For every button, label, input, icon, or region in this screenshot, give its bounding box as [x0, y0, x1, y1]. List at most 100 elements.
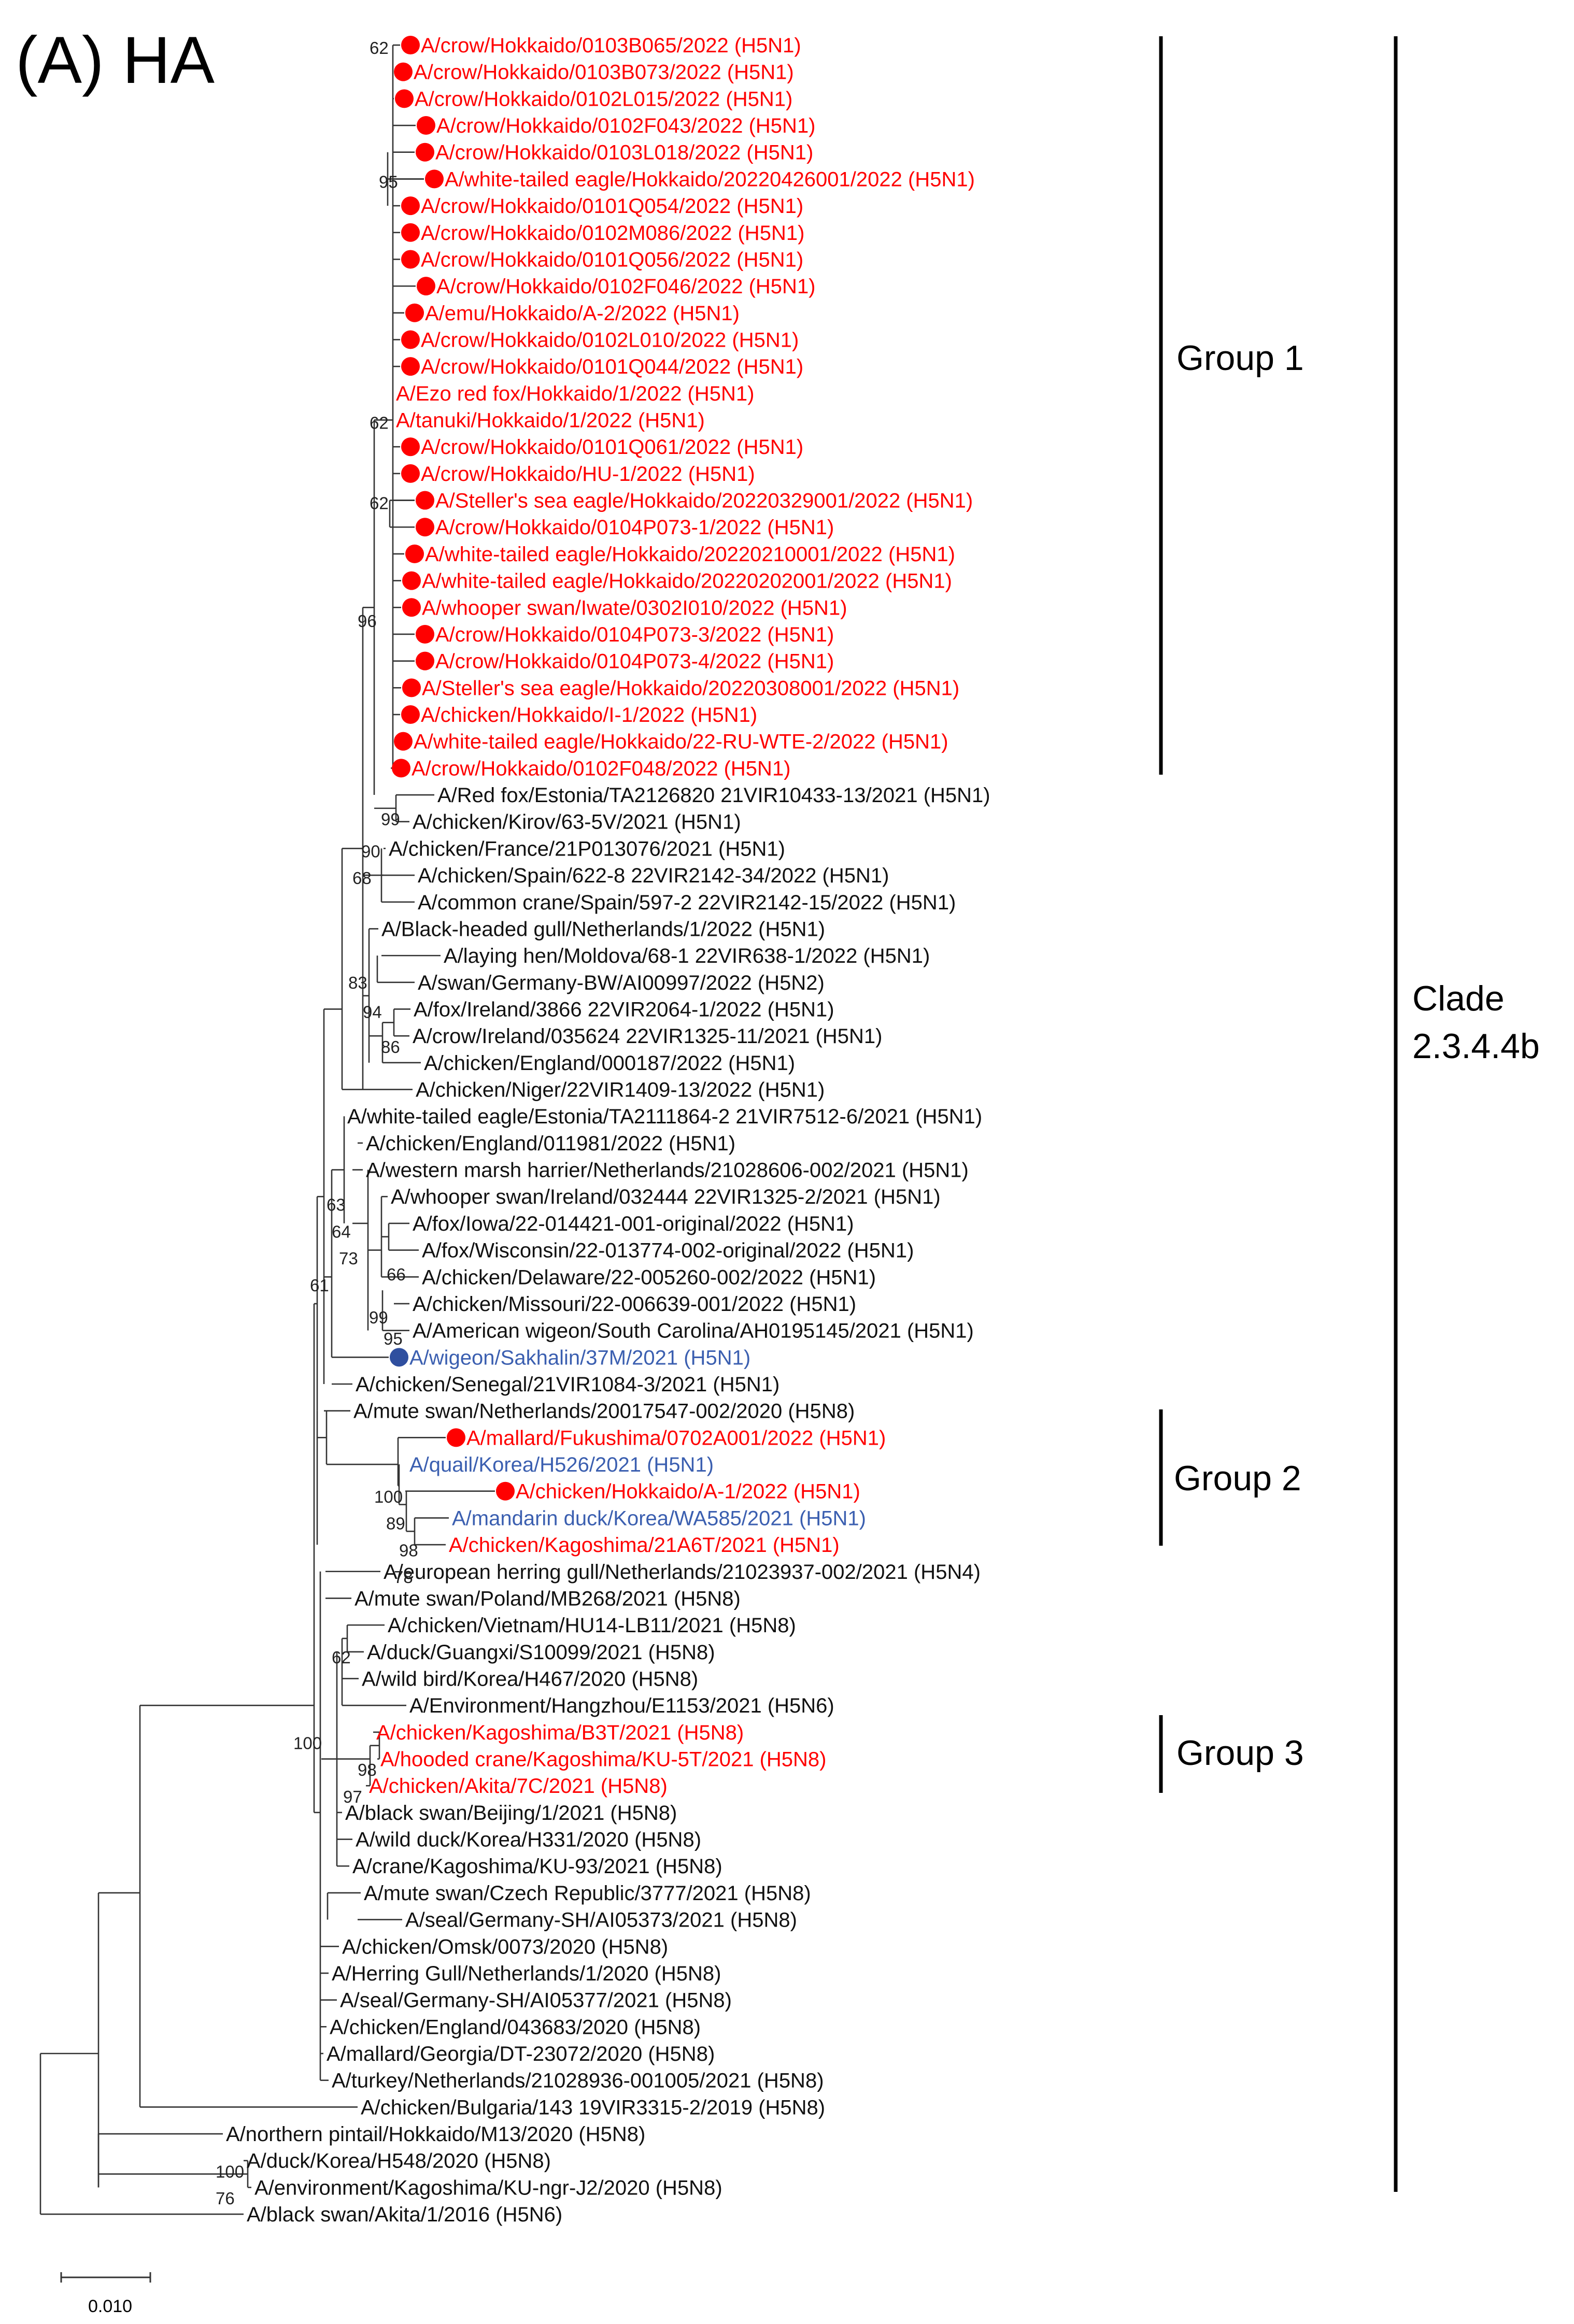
bootstrap-label: 76 — [216, 2189, 235, 2208]
bootstrap-label: 62 — [370, 38, 389, 58]
taxon-label: A/fox/Iowa/22-014421-001-original/2022 (… — [413, 1213, 854, 1235]
taxon-label: A/chicken/Akita/7C/2021 (H5N8) — [369, 1775, 668, 1798]
taxon-label: A/crow/Hokkaido/0104P073-1/2022 (H5N1) — [435, 516, 834, 539]
taxon-label: A/chicken/Spain/622-8 22VIR2142-34/2022 … — [418, 864, 889, 887]
red-dot-marker — [401, 330, 420, 349]
taxon-label: A/crow/Hokkaido/0102F048/2022 (H5N1) — [412, 757, 791, 780]
taxon-label: A/fox/Ireland/3866 22VIR2064-1/2022 (H5N… — [414, 998, 834, 1021]
group-bracket-1: Group 1 — [1159, 36, 1304, 775]
taxon-label: A/Steller's sea eagle/Hokkaido/202203290… — [435, 490, 973, 512]
figure-title: (A) HA — [16, 23, 215, 97]
taxon-label: A/black swan/Beijing/1/2021 (H5N8) — [345, 1802, 677, 1824]
bootstrap-label: 100 — [374, 1487, 403, 1506]
bootstrap-label: 98 — [358, 1760, 377, 1779]
group-bracket-3: Group 3 — [1159, 1715, 1304, 1793]
red-dot-marker — [447, 1428, 465, 1447]
taxon-label: A/crow/Hokkaido/0102F046/2022 (H5N1) — [436, 275, 816, 298]
taxon-label: A/crow/Hokkaido/0102F043/2022 (H5N1) — [436, 115, 816, 137]
taxon-label: A/crow/Hokkaido/0101Q044/2022 (H5N1) — [421, 355, 803, 378]
taxon-label: A/chicken/Omsk/0073/2020 (H5N8) — [342, 1935, 668, 1958]
taxon-label: A/mute swan/Poland/MB268/2021 (H5N8) — [354, 1587, 741, 1610]
bootstrap-label: 62 — [332, 1648, 351, 1667]
red-dot-marker — [401, 250, 420, 269]
taxon-label: A/mallard/Georgia/DT-23072/2020 (H5N8) — [327, 2043, 715, 2065]
taxon-label: A/chicken/England/043683/2020 (H5N8) — [330, 2016, 701, 2038]
taxon-label: A/chicken/Bulgaria/143 19VIR3315-2/2019 … — [361, 2096, 825, 2119]
bootstrap-label: 66 — [387, 1265, 406, 1284]
taxon-label: A/chicken/England/000187/2022 (H5N1) — [424, 1052, 795, 1075]
bootstrap-label: 64 — [332, 1222, 351, 1241]
red-dot-marker — [401, 36, 420, 54]
taxon-label: A/white-tailed eagle/Hokkaido/22-RU-WTE-… — [414, 731, 948, 753]
taxon-label: A/wigeon/Sakhalin/37M/2021 (H5N1) — [409, 1346, 750, 1369]
taxon-label: A/mallard/Fukushima/0702A001/2022 (H5N1) — [466, 1427, 886, 1449]
taxon-label: A/chicken/Kagoshima/21A6T/2021 (H5N1) — [449, 1534, 840, 1557]
red-dot-marker — [402, 598, 421, 617]
red-dot-marker — [425, 169, 444, 189]
taxon-label: A/chicken/Missouri/22-006639-001/2022 (H… — [413, 1293, 856, 1316]
taxon-label: A/chicken/France/21P013076/2021 (H5N1) — [389, 837, 785, 860]
red-dot-marker — [416, 142, 434, 162]
taxon-label: A/hooded crane/Kagoshima/KU-5T/2021 (H5N… — [380, 1748, 826, 1771]
red-dot-marker — [402, 571, 421, 590]
red-dot-marker — [394, 732, 413, 751]
taxon-label: A/crow/Hokkaido/0103B073/2022 (H5N1) — [414, 61, 794, 84]
taxon-labels: A/crow/Hokkaido/0103B065/2022 (H5N1) A/cr… — [226, 34, 990, 2226]
taxon-label: A/Black-headed gull/Netherlands/1/2022 (… — [381, 918, 825, 940]
taxon-label: A/fox/Wisconsin/22-013774-002-original/2… — [422, 1239, 914, 1262]
taxon-label: A/whooper swan/Iwate/0302I010/2022 (H5N1… — [422, 596, 847, 619]
taxon-label: A/white-tailed eagle/Hokkaido/2022042600… — [445, 168, 975, 191]
taxon-label: A/white-tailed eagle/Estonia/TA2111864-2… — [347, 1105, 982, 1128]
bootstrap-label: 86 — [381, 1037, 400, 1057]
taxon-label: A/duck/Korea/H548/2020 (H5N8) — [247, 2150, 551, 2173]
bootstrap-label: 94 — [363, 1003, 382, 1022]
red-dot-marker — [401, 223, 420, 242]
bootstrap-label: 61 — [310, 1276, 329, 1295]
scale-bar-label: 0.010 — [88, 2297, 132, 2316]
scale-bar: 0.010 — [60, 2272, 151, 2316]
red-dot-marker — [416, 518, 434, 537]
taxon-label: A/Steller's sea eagle/Hokkaido/202203080… — [422, 677, 959, 700]
taxon-label: A/crow/Hokkaido/HU-1/2022 (H5N1) — [421, 463, 755, 486]
taxon-label: A/crow/Hokkaido/0102M086/2022 (H5N1) — [421, 222, 804, 245]
taxon-label: A/european herring gull/Netherlands/2102… — [384, 1561, 981, 1584]
taxon-label: A/emu/Hokkaido/A-2/2022 (H5N1) — [425, 302, 740, 325]
taxon-label: A/crow/Hokkaido/0103B065/2022 (H5N1) — [421, 34, 801, 57]
red-dot-marker — [417, 116, 435, 135]
red-dot-marker — [392, 759, 410, 778]
taxon-label: A/American wigeon/South Carolina/AH01951… — [413, 1320, 974, 1343]
taxon-label: A/wild bird/Korea/H467/2020 (H5N8) — [362, 1667, 698, 1690]
red-dot-marker — [401, 357, 420, 376]
taxon-label: A/crow/Hokkaido/0102L010/2022 (H5N1) — [421, 329, 799, 351]
taxon-label: A/crow/Hokkaido/0104P073-3/2022 (H5N1) — [435, 623, 834, 646]
taxon-label: A/seal/Germany-SH/AI05377/2021 (H5N8) — [340, 1989, 732, 2012]
red-dot-marker — [405, 544, 424, 563]
red-dot-marker — [416, 651, 434, 671]
bootstrap-label: 96 — [358, 611, 377, 631]
bootstrap-label: 100 — [216, 2162, 244, 2181]
bootstrap-label: 95 — [379, 173, 398, 192]
red-dot-marker — [401, 464, 420, 483]
taxon-label: A/chicken/Kagoshima/B3T/2021 (H5N8) — [376, 1721, 744, 1744]
taxon-label: A/duck/Guangxi/S10099/2021 (H5N8) — [367, 1641, 715, 1664]
taxon-label: A/crow/Hokkaido/0102L015/2022 (H5N1) — [415, 88, 792, 110]
blue-dot-marker — [390, 1348, 408, 1367]
bootstrap-label: 90 — [361, 842, 380, 861]
red-dot-marker — [416, 624, 434, 644]
taxon-label: A/tanuki/Hokkaido/1/2022 (H5N1) — [396, 409, 705, 432]
red-dot-marker — [401, 437, 420, 457]
taxon-label: A/whooper swan/Ireland/032444 22VIR1325-… — [391, 1186, 941, 1208]
taxon-label: A/chicken/Niger/22VIR1409-13/2022 (H5N1) — [416, 1079, 825, 1102]
group-label-3: Group 3 — [1176, 1733, 1304, 1773]
clade-label-line1: Clade — [1412, 979, 1505, 1018]
bootstrap-label: 68 — [352, 868, 372, 888]
taxon-label: A/mute swan/Czech Republic/3777/2021 (H5… — [364, 1882, 811, 1905]
taxon-label: A/western marsh harrier/Netherlands/2102… — [366, 1159, 969, 1182]
bootstrap-label: 63 — [327, 1195, 346, 1215]
tree-branches — [39, 44, 495, 2215]
clade-bracket: Clade 2.3.4.4b — [1394, 36, 1540, 2192]
taxon-label: A/common crane/Spain/597-2 22VIR2142-15/… — [418, 891, 956, 914]
taxon-label: A/crow/Hokkaido/0104P073-4/2022 (H5N1) — [435, 650, 834, 673]
taxon-label: A/environment/Kagoshima/KU-ngr-J2/2020 (… — [254, 2176, 722, 2199]
